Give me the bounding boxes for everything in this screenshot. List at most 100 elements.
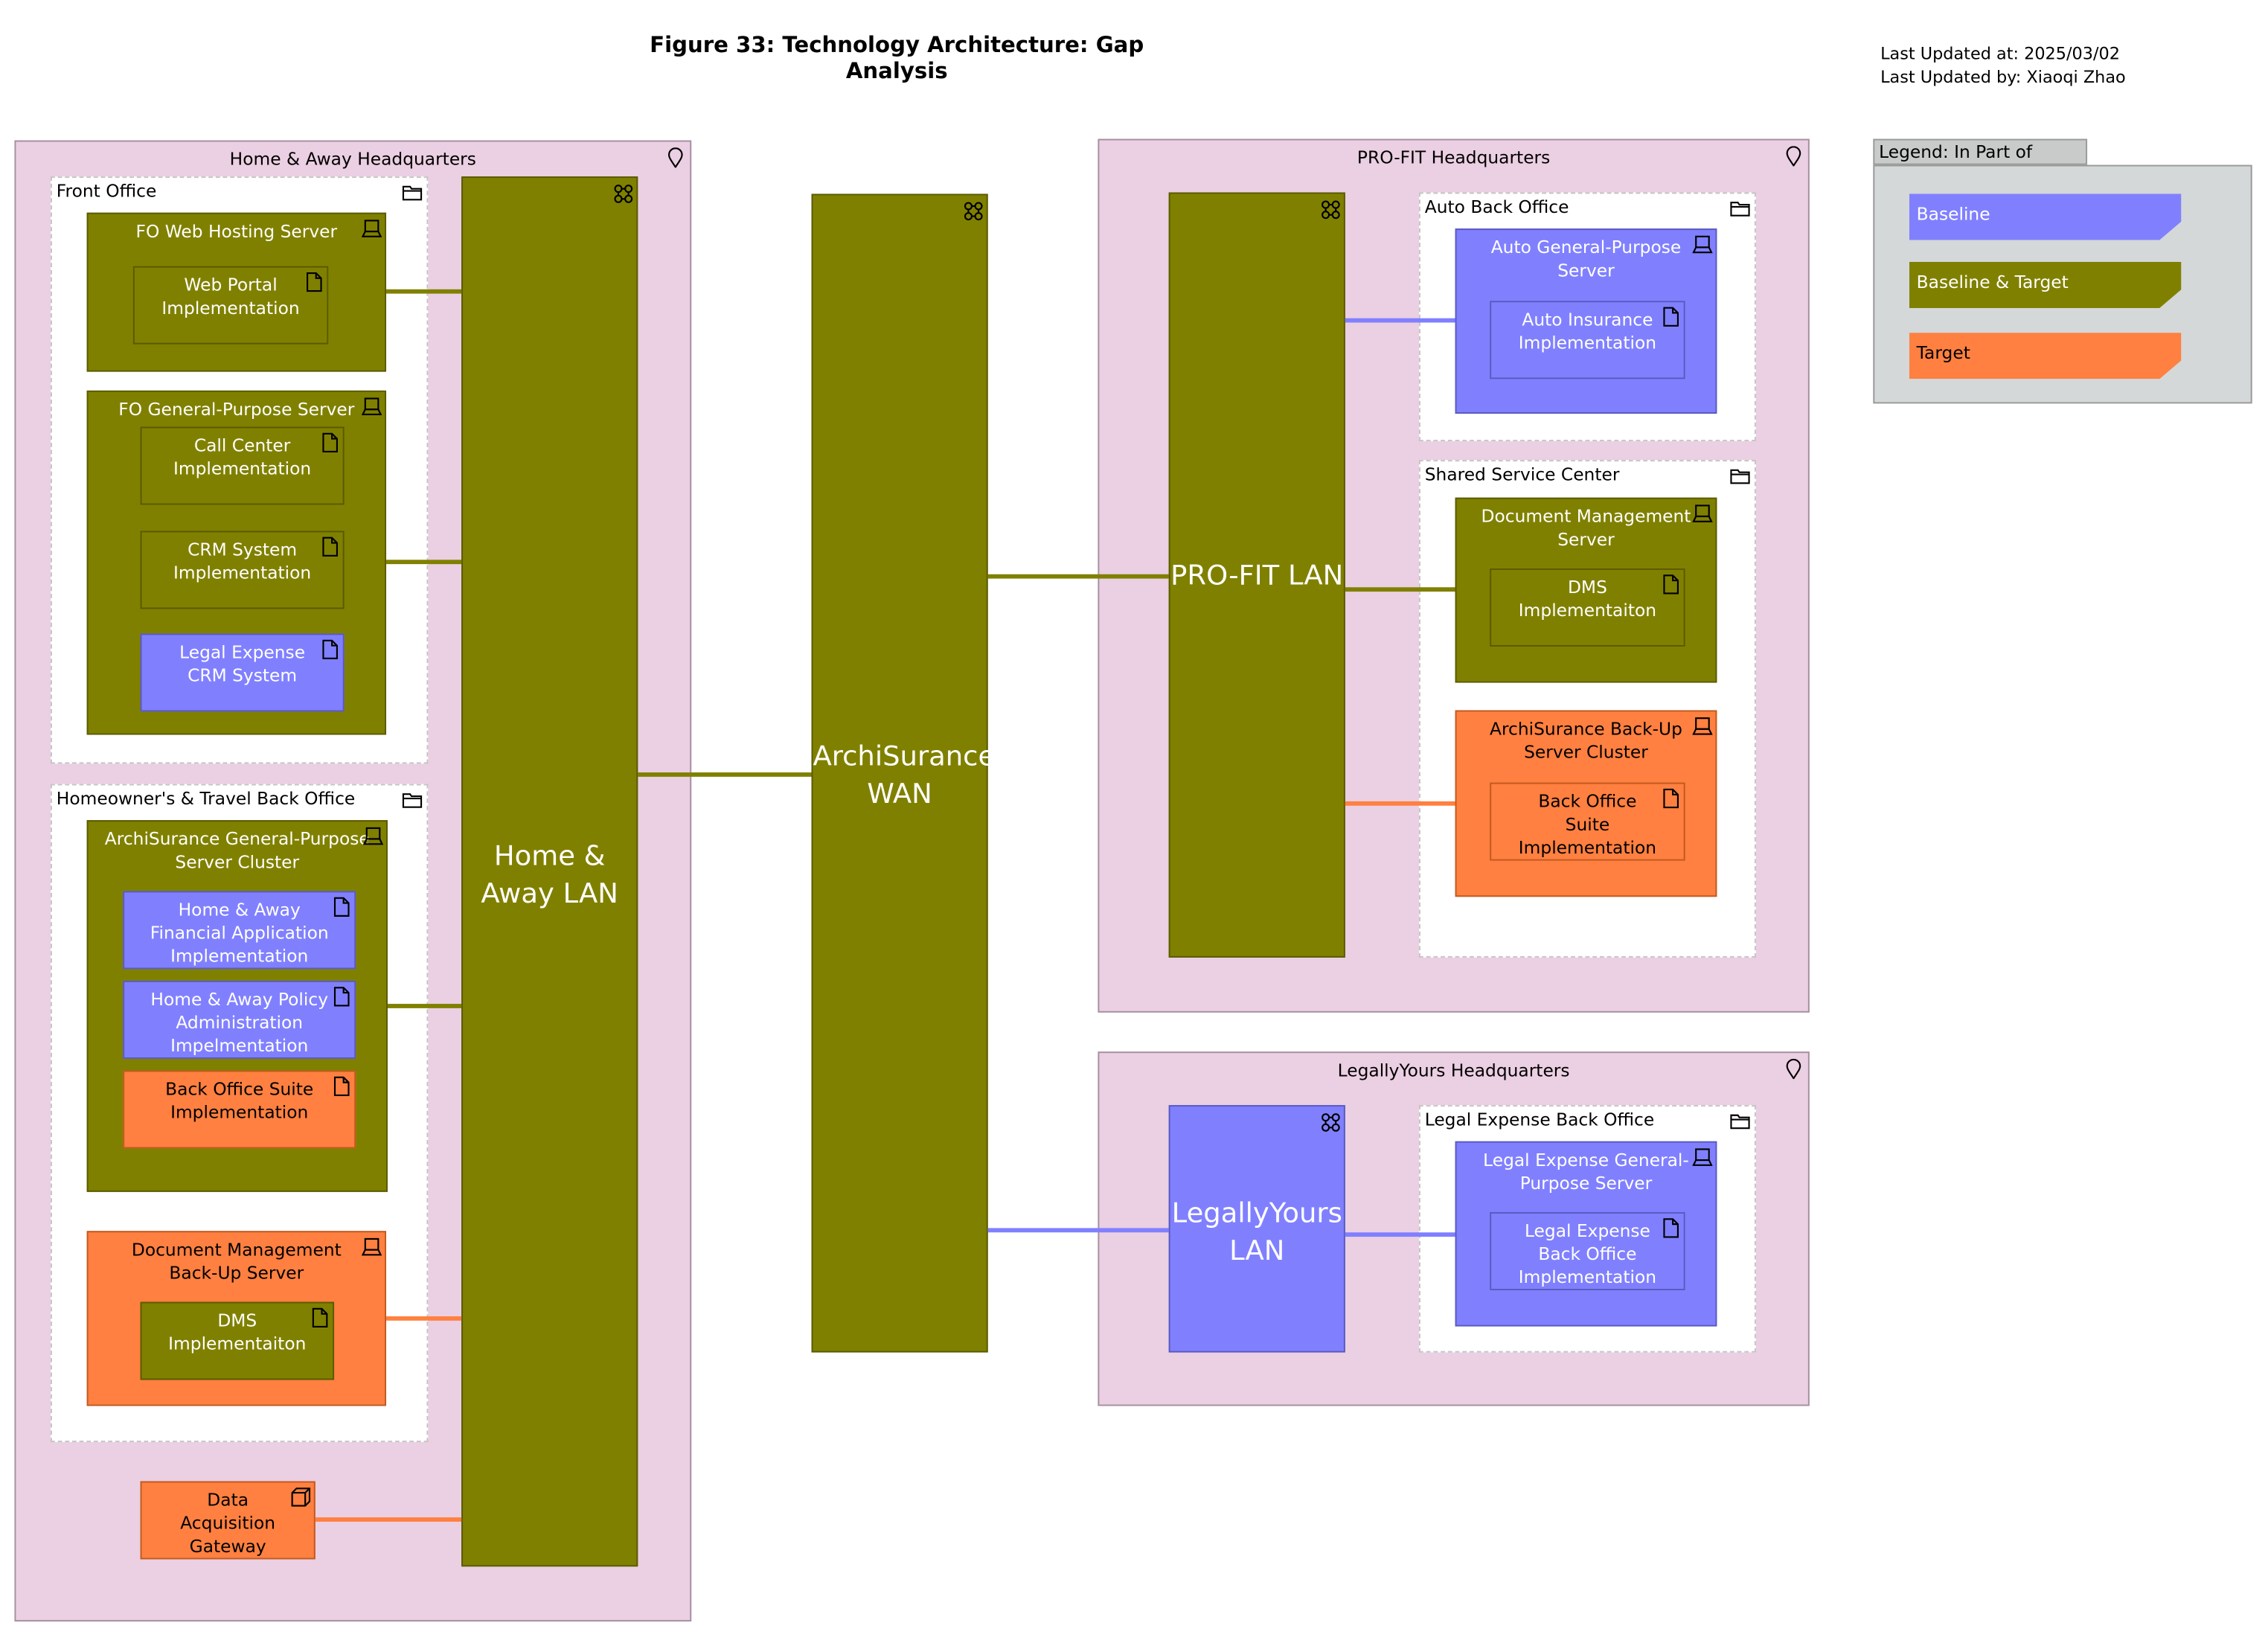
node-label: FO Web Hosting Server [135, 221, 338, 242]
artifact-call-center[interactable]: Call Center Implementation [140, 426, 345, 505]
connector-legallyyours-server [1345, 1232, 1455, 1237]
document-icon [331, 1076, 351, 1096]
document-icon [320, 537, 340, 557]
artifact-label: Auto Insurance Implementation [1518, 309, 1657, 353]
connector-gateway-lan [315, 1517, 462, 1522]
node-label: ArchiSurance General-Purpose Server Clus… [104, 828, 370, 873]
device-icon [1692, 503, 1712, 523]
artifact-label: Home & Away Policy Administration Impelm… [150, 989, 329, 1057]
location-label: PRO-FIT Headquarters [1356, 147, 1551, 168]
network-profit-lan[interactable]: PRO-FIT LAN [1168, 192, 1345, 958]
network-archisurance-wan[interactable]: ArchiSurance WAN [811, 193, 996, 1353]
network-label: PRO-FIT LAN [1170, 560, 1344, 592]
legend-title: Legend: In Part of Plateau [1873, 138, 2088, 187]
device-icon [1692, 716, 1712, 736]
artifact-label: Home & Away Financial Application Implem… [150, 900, 329, 967]
node-label: Legal Expense General- Purpose Server [1483, 1150, 1689, 1194]
node-data-acquisition-gateway[interactable]: Data Acquisition Gateway [140, 1481, 315, 1560]
legend-item-target: Target [1909, 333, 2182, 379]
group-label: Shared Service Center [1424, 464, 1620, 485]
equipment-icon [291, 1487, 311, 1507]
folder-icon [402, 182, 422, 202]
artifact-legal-expense-back-office[interactable]: Legal Expense Back Office Implementation [1490, 1211, 1685, 1290]
connector-profit-backup-cluster [1345, 801, 1455, 806]
document-icon [320, 432, 340, 452]
artifact-web-portal[interactable]: Web Portal Implementation [132, 266, 329, 345]
group-label: Front Office [56, 180, 157, 202]
location-pin-icon [665, 147, 685, 167]
artifact-dms-shared[interactable]: DMS Implementaiton [1490, 568, 1685, 647]
group-label: Auto Back Office [1424, 196, 1569, 217]
artifact-ha-financial[interactable]: Home & Away Financial Application Implem… [123, 891, 356, 970]
group-label: Legal Expense Back Office [1424, 1109, 1655, 1130]
location-label: Home & Away Headquarters [229, 149, 476, 170]
artifact-back-office-suite-shared[interactable]: Back Office Suite Implementation [1490, 782, 1685, 861]
artifact-label: DMS Implementaiton [1518, 577, 1657, 621]
artifact-crm-system[interactable]: CRM System Implementation [140, 531, 345, 609]
artifact-label: Legal Expense CRM System [179, 642, 306, 686]
network-label: Home & Away LAN [481, 840, 618, 910]
network-icon [964, 201, 984, 221]
group-label: Homeowner's & Travel Back Office [56, 788, 356, 809]
folder-icon [402, 790, 422, 810]
network-home-away-lan[interactable]: Home & Away LAN [461, 176, 638, 1567]
artifact-dms-ha[interactable]: DMS Implementaiton [140, 1301, 335, 1380]
network-label: LegallyYours LAN [1171, 1197, 1342, 1267]
artifact-back-office-suite-ha[interactable]: Back Office Suite Implementation [123, 1070, 356, 1149]
artifact-label: CRM System Implementation [173, 539, 312, 583]
document-icon [1661, 574, 1681, 595]
folder-icon [1730, 198, 1750, 218]
artifact-auto-insurance[interactable]: Auto Insurance Implementation [1490, 301, 1685, 379]
connector-web-hosting-lan [386, 289, 462, 294]
node-label: Data Acquisition Gateway [180, 1490, 276, 1557]
network-legallyyours-lan[interactable]: LegallyYours LAN [1168, 1105, 1345, 1353]
device-icon [362, 219, 382, 239]
legend-item-baseline: Baseline [1909, 193, 2182, 240]
artifact-label: Back Office Suite Implementation [1518, 791, 1657, 858]
connector-profit-dm-server [1345, 587, 1455, 592]
legend-item-baseline-target: Baseline & Target [1909, 261, 2182, 309]
last-updated-at: Last Updated at: 2025/03/02 [1880, 43, 2120, 64]
connector-wan-profit-lan [987, 574, 1169, 579]
location-label: LegallyYours Headquarters [1337, 1060, 1570, 1081]
node-label: Document Management Back-Up Server [131, 1239, 342, 1284]
connector-wan-legallyyours-lan [987, 1228, 1169, 1233]
document-icon [1661, 307, 1681, 327]
document-icon [320, 639, 340, 659]
location-pin-icon [1784, 146, 1804, 166]
document-icon [310, 1307, 330, 1327]
folder-icon [1730, 466, 1750, 486]
network-icon [1321, 199, 1341, 220]
folder-icon [1730, 1111, 1750, 1131]
connector-dm-backup-lan [386, 1316, 462, 1321]
node-label: Auto General-Purpose Server [1490, 237, 1682, 281]
device-icon [362, 397, 382, 417]
document-icon [1661, 1218, 1681, 1238]
artifact-label: Web Portal Implementation [161, 275, 300, 318]
artifact-label: Call Center Implementation [173, 435, 312, 479]
artifact-label: Back Office Suite Implementation [165, 1079, 314, 1123]
document-icon [304, 272, 324, 292]
device-icon [363, 826, 383, 846]
device-icon [362, 1237, 382, 1257]
connector-lan-wan [638, 772, 812, 777]
location-pin-icon [1784, 1059, 1804, 1079]
node-label: ArchiSurance Back-Up Server Cluster [1490, 719, 1682, 763]
artifact-label: Legal Expense Back Office Implementation [1518, 1220, 1657, 1288]
node-label: FO General-Purpose Server [118, 399, 355, 420]
artifact-legal-expense-crm[interactable]: Legal Expense CRM System [140, 633, 345, 712]
connector-fo-gp-lan [386, 560, 462, 565]
network-icon [1321, 1112, 1341, 1133]
artifact-ha-policy[interactable]: Home & Away Policy Administration Impelm… [123, 980, 356, 1059]
last-updated-by: Last Updated by: Xiaoqi Zhao [1880, 66, 2126, 87]
figure-title: Figure 33: Technology Architecture: Gap … [650, 31, 1144, 84]
connector-profit-auto-server [1345, 318, 1455, 323]
node-label: Document Management Server [1481, 506, 1691, 550]
device-icon [1692, 234, 1712, 254]
device-icon [1692, 1147, 1712, 1168]
network-icon [613, 184, 633, 204]
connector-cluster-lan [387, 1004, 462, 1008]
network-label: ArchiSurance WAN [813, 740, 996, 810]
artifact-label: DMS Implementaiton [168, 1310, 307, 1354]
document-icon [331, 987, 351, 1007]
